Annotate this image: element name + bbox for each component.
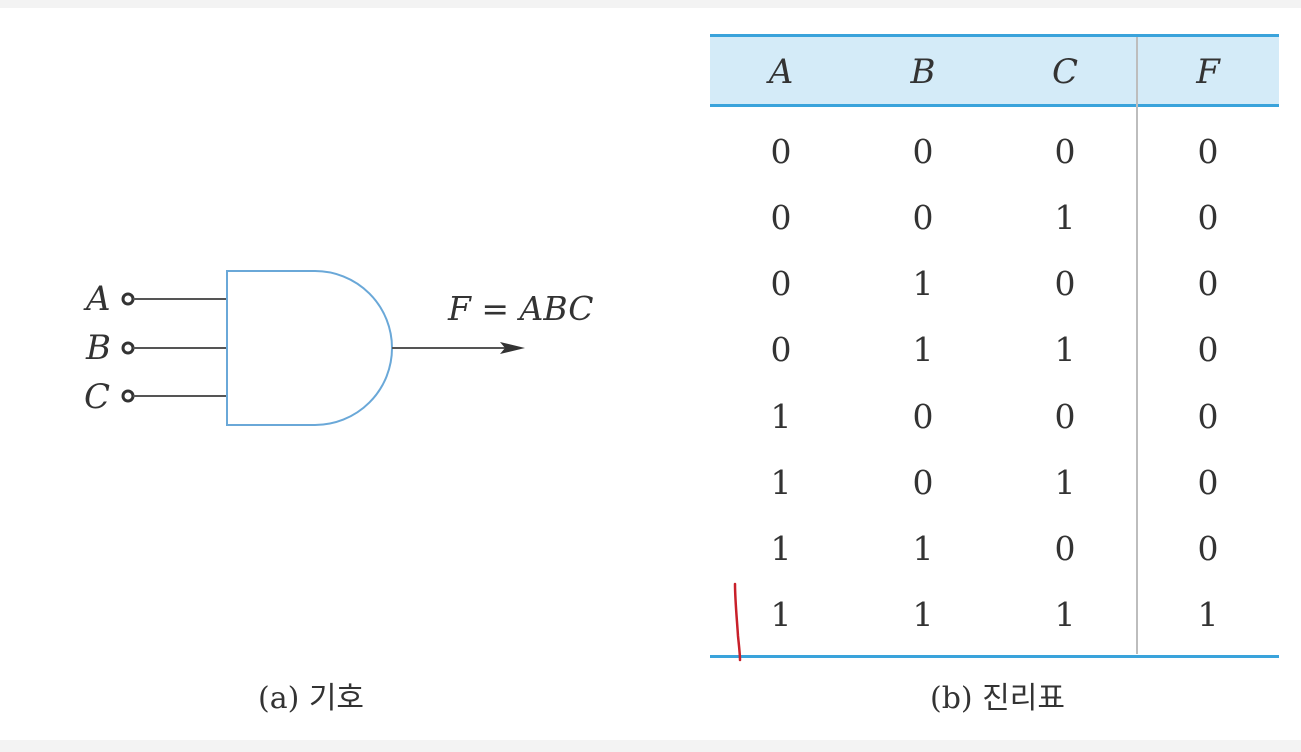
cell-b: 1 xyxy=(912,529,934,568)
cell-f: 0 xyxy=(1197,132,1219,171)
cell-c: 1 xyxy=(1054,198,1076,237)
cell-f: 1 xyxy=(1197,595,1219,634)
cell-b: 0 xyxy=(912,463,934,502)
input-label-c: C xyxy=(84,377,111,417)
input-wire-b xyxy=(121,341,227,355)
top-frame-strip xyxy=(0,0,1301,8)
cell-f: 0 xyxy=(1197,529,1219,568)
output-column-divider xyxy=(1136,37,1138,654)
truth-table: A B C F 0 0 0 0 0 0 1 0 0 1 0 0 0 1 1 0 1 0 0 0 1 0 1 0 1 1 0 0 1 1 1 1 xyxy=(710,34,1279,658)
table-row: 1 1 0 0 xyxy=(710,516,1279,582)
handwritten-red-mark xyxy=(733,582,742,662)
cell-c: 1 xyxy=(1054,595,1076,634)
cell-c: 0 xyxy=(1054,132,1076,171)
input-wire-a xyxy=(121,292,227,306)
output-arrow-icon xyxy=(500,342,525,354)
table-top-rule xyxy=(710,34,1279,37)
header-a: A xyxy=(768,52,794,92)
table-row: 0 1 0 0 xyxy=(710,251,1279,317)
table-row: 0 1 1 0 xyxy=(710,317,1279,383)
table-row: 1 0 0 0 xyxy=(710,384,1279,450)
cell-a: 0 xyxy=(770,132,792,171)
cell-a: 1 xyxy=(770,397,792,436)
table-body: 0 0 0 0 0 0 1 0 0 1 0 0 0 1 1 0 1 0 0 0 1 0 1 0 1 1 0 0 1 1 1 1 xyxy=(710,107,1279,655)
cell-b: 1 xyxy=(912,264,934,303)
cell-f: 0 xyxy=(1197,397,1219,436)
cell-b: 1 xyxy=(912,330,934,369)
caption-symbol: (a) 기호 xyxy=(258,681,365,716)
cell-c: 0 xyxy=(1054,397,1076,436)
cell-f: 0 xyxy=(1197,198,1219,237)
header-f: F xyxy=(1196,52,1220,92)
cell-f: 0 xyxy=(1197,330,1219,369)
cell-c: 1 xyxy=(1054,463,1076,502)
cell-b: 1 xyxy=(912,595,934,634)
table-row: 0 0 1 0 xyxy=(710,185,1279,251)
header-c: C xyxy=(1051,52,1078,92)
cell-b: 0 xyxy=(912,397,934,436)
table-row: 0 0 0 0 xyxy=(710,119,1279,185)
table-row: 1 1 1 1 xyxy=(710,582,1279,648)
input-label-b: B xyxy=(86,328,111,368)
cell-b: 0 xyxy=(912,132,934,171)
input-label-a: A xyxy=(86,279,111,319)
and-gate-diagram xyxy=(121,270,525,426)
cell-f: 0 xyxy=(1197,463,1219,502)
cell-a: 1 xyxy=(770,595,792,634)
cell-a: 0 xyxy=(770,264,792,303)
cell-a: 1 xyxy=(770,463,792,502)
cell-a: 0 xyxy=(770,330,792,369)
table-bottom-rule xyxy=(710,655,1279,658)
input-wire-c xyxy=(121,389,227,403)
and-gate-body xyxy=(226,270,393,426)
cell-c: 1 xyxy=(1054,330,1076,369)
bottom-frame-strip xyxy=(0,740,1301,752)
cell-c: 0 xyxy=(1054,264,1076,303)
cell-a: 1 xyxy=(770,529,792,568)
cell-b: 0 xyxy=(912,198,934,237)
cell-a: 0 xyxy=(770,198,792,237)
header-b: B xyxy=(910,52,936,92)
cell-f: 0 xyxy=(1197,264,1219,303)
cell-c: 0 xyxy=(1054,529,1076,568)
table-row: 1 0 1 0 xyxy=(710,450,1279,516)
caption-truth-table: (b) 진리표 xyxy=(930,681,1065,716)
table-header-row: A B C F xyxy=(710,37,1279,107)
output-expression: F = ABC xyxy=(448,289,594,328)
